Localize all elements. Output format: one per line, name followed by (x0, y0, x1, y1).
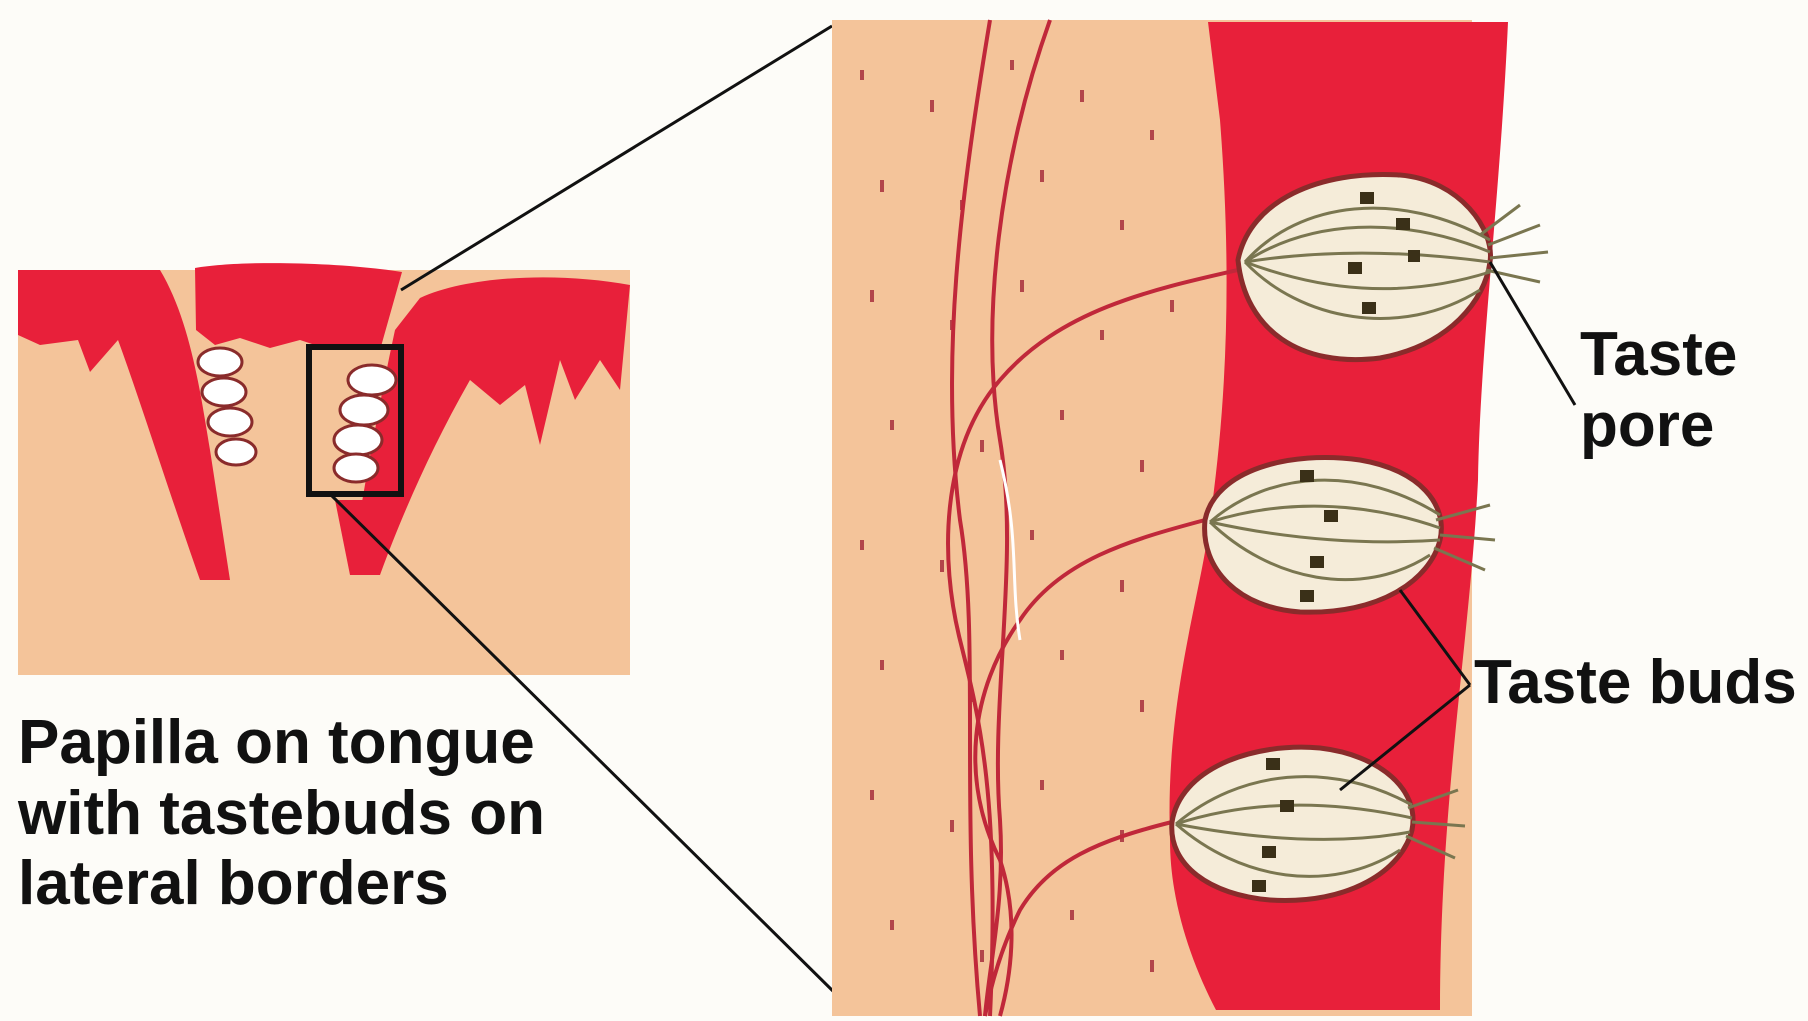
papilla-caption-line-2: with tastebuds on (18, 779, 545, 850)
papilla-epithelium-top (195, 263, 402, 350)
taste-pore-label-line-1: Taste (1580, 320, 1737, 391)
papilla-caption-line-3: lateral borders (18, 849, 545, 920)
papilla-caption-line-1: Papilla on tongue (18, 708, 545, 779)
papilla-caption: Papilla on tongue with tastebuds on late… (18, 708, 545, 920)
taste-pore-leader (1490, 262, 1575, 405)
zoom-line-top (401, 26, 832, 290)
magnified-section (832, 20, 1548, 1016)
taste-pore-label-line-2: pore (1580, 391, 1737, 462)
papilla-cross-section (18, 263, 630, 675)
taste-buds-label: Taste buds (1474, 648, 1797, 719)
taste-bud-1 (1238, 174, 1548, 359)
taste-pore-label: Taste pore (1580, 320, 1737, 461)
